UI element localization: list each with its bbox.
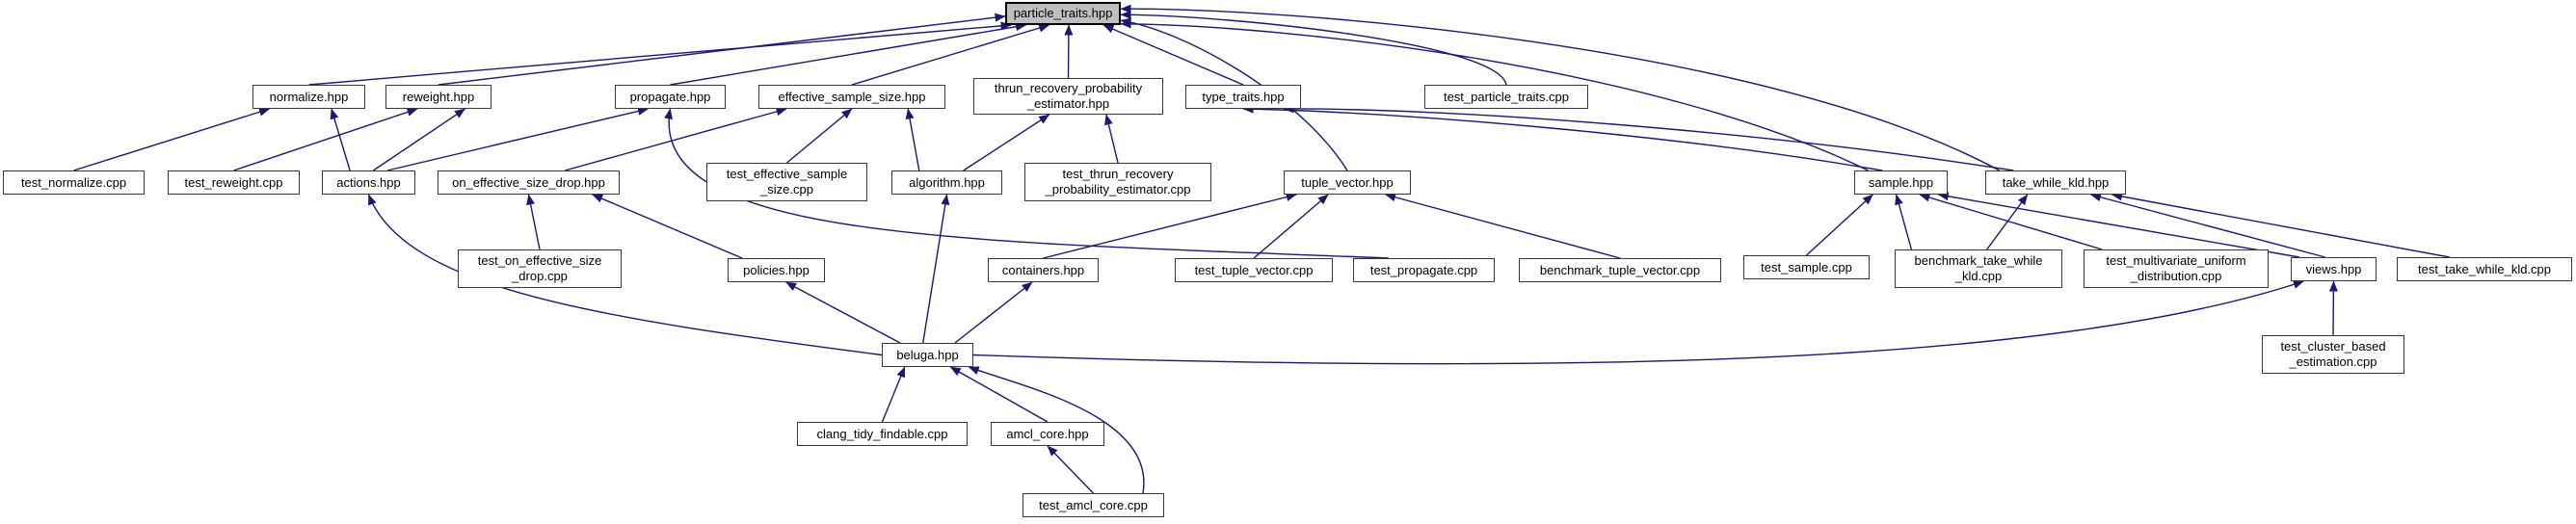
include-edge-algorithm-to-effective_sample_size [905, 108, 920, 171]
graph-node-test_multivariate_uniform[interactable]: test_multivariate_uniform _distribution.… [2084, 249, 2269, 288]
include-edge-benchmark_take_while_kld-to-take_while_kld [1986, 194, 2029, 250]
graph-node-actions[interactable]: actions.hpp [322, 170, 415, 195]
include-edge-on_effective_size_drop-to-effective_sample_size [565, 107, 787, 171]
graph-node-sample[interactable]: sample.hpp [1854, 170, 1948, 195]
graph-node-propagate[interactable]: propagate.hpp [615, 85, 726, 109]
graph-node-tuple_vector[interactable]: tuple_vector.hpp [1284, 170, 1411, 195]
graph-node-test_propagate[interactable]: test_propagate.cpp [1353, 258, 1495, 282]
graph-node-thrun_recovery[interactable]: thrun_recovery_probability _estimator.hp… [973, 78, 1163, 115]
include-edge-containers-to-tuple_vector [1043, 193, 1297, 259]
include-edge-benchmark_take_while_kld-to-sample [1895, 194, 1913, 250]
include-edge-beluga-to-policies [785, 281, 901, 344]
include-edge-sample-to-type_traits [1242, 104, 1883, 171]
graph-node-clang_tidy_findable[interactable]: clang_tidy_findable.cpp [797, 422, 968, 446]
include-edge-thrun_recovery-to-particle_traits [1064, 24, 1074, 79]
graph-node-test_reweight[interactable]: test_reweight.cpp [168, 170, 300, 195]
graph-node-reweight[interactable]: reweight.hpp [385, 85, 491, 109]
graph-node-test_take_while_kld[interactable]: test_take_while_kld.cpp [2397, 257, 2572, 281]
include-edge-views-to-take_while_kld [2090, 193, 2325, 258]
graph-node-effective_sample_size[interactable]: effective_sample_size.hpp [758, 85, 945, 109]
graph-node-on_effective_size_drop[interactable]: on_effective_size_drop.hpp [438, 170, 620, 195]
graph-node-test_normalize[interactable]: test_normalize.cpp [3, 170, 145, 195]
include-edge-test_tuple_vector-to-tuple_vector [1253, 194, 1329, 259]
include-edge-type_traits-to-particle_traits [1102, 24, 1244, 86]
graph-node-benchmark_take_while_kld[interactable]: benchmark_take_while _kld.cpp [1895, 249, 2062, 288]
graph-node-test_thrun_recovery[interactable]: test_thrun_recovery _probability_estimat… [1024, 163, 1211, 201]
graph-node-test_tuple_vector[interactable]: test_tuple_vector.cpp [1175, 258, 1333, 282]
graph-node-test_amcl_core[interactable]: test_amcl_core.cpp [1022, 493, 1164, 517]
graph-node-particle_traits[interactable]: particle_traits.hpp [1005, 2, 1121, 25]
graph-node-policies[interactable]: policies.hpp [728, 258, 825, 282]
graph-node-test_cluster_based_estimation[interactable]: test_cluster_based _estimation.cpp [2262, 335, 2404, 374]
include-edge-amcl_core-to-beluga [949, 366, 1049, 423]
include-edge-test_sample-to-sample [1806, 194, 1873, 256]
graph-node-amcl_core[interactable]: amcl_core.hpp [991, 422, 1104, 446]
include-edge-take_while_kld-to-type_traits [1283, 104, 2014, 171]
include-edge-test_multivariate_uniform-to-sample [1919, 193, 2103, 250]
include-edge-beluga-to-containers [954, 281, 1033, 344]
include-edge-reweight-to-particle_traits [438, 13, 1006, 86]
graph-node-type_traits[interactable]: type_traits.hpp [1185, 85, 1301, 109]
graph-node-containers[interactable]: containers.hpp [988, 258, 1099, 282]
graph-node-take_while_kld[interactable]: take_while_kld.hpp [1985, 170, 2126, 195]
include-edge-actions-to-normalize [330, 108, 351, 171]
include-edge-test_normalize-to-normalize [73, 107, 271, 171]
graph-node-views[interactable]: views.hpp [2291, 257, 2377, 281]
include-edge-beluga-to-algorithm [922, 194, 950, 344]
graph-node-normalize[interactable]: normalize.hpp [252, 85, 365, 109]
graph-node-benchmark_tuple_vector[interactable]: benchmark_tuple_vector.cpp [1519, 258, 1721, 282]
include-edge-test_amcl_core-to-amcl_core [1047, 445, 1095, 494]
graph-node-test_sample[interactable]: test_sample.cpp [1743, 255, 1870, 279]
include-edge-test_effective_sample_size-to-effective_sample_size [786, 108, 853, 164]
graph-node-test_on_effective_size_drop[interactable]: test_on_effective_size _drop.cpp [458, 249, 622, 288]
include-edge-test_cluster_based_estimation-to-views [2328, 280, 2338, 336]
include-edge-test_particle_traits-to-particle_traits [1120, 10, 1507, 86]
graph-node-algorithm[interactable]: algorithm.hpp [891, 170, 1002, 195]
include-edge-propagate-to-particle_traits [670, 22, 1027, 86]
include-edge-test_thrun_recovery-to-thrun_recovery [1103, 114, 1119, 164]
include-edge-actions-to-reweight [372, 108, 465, 171]
include-edge-beluga-to-views [972, 280, 2304, 365]
graph-node-test_particle_traits[interactable]: test_particle_traits.cpp [1424, 85, 1588, 109]
include-edge-clang_tidy_findable-to-beluga [881, 366, 906, 423]
include-edge-benchmark_tuple_vector-to-tuple_vector [1385, 193, 1621, 259]
include-edge-test_on_effective_size_drop-to-on_effective_size_drop [526, 194, 541, 250]
graph-node-beluga[interactable]: beluga.hpp [882, 343, 973, 367]
include-edge-test_reweight-to-reweight [233, 108, 418, 171]
graph-node-test_effective_sample_size[interactable]: test_effective_sample _size.cpp [706, 163, 867, 201]
include-edge-test_take_while_kld-to-take_while_kld [2111, 192, 2450, 258]
include-edge-actions-to-propagate [386, 107, 649, 171]
include-edge-effective_sample_size-to-particle_traits [851, 23, 1050, 86]
include-edge-normalize-to-particle_traits [308, 21, 1012, 86]
include-edge-views-to-sample [1937, 192, 2300, 258]
